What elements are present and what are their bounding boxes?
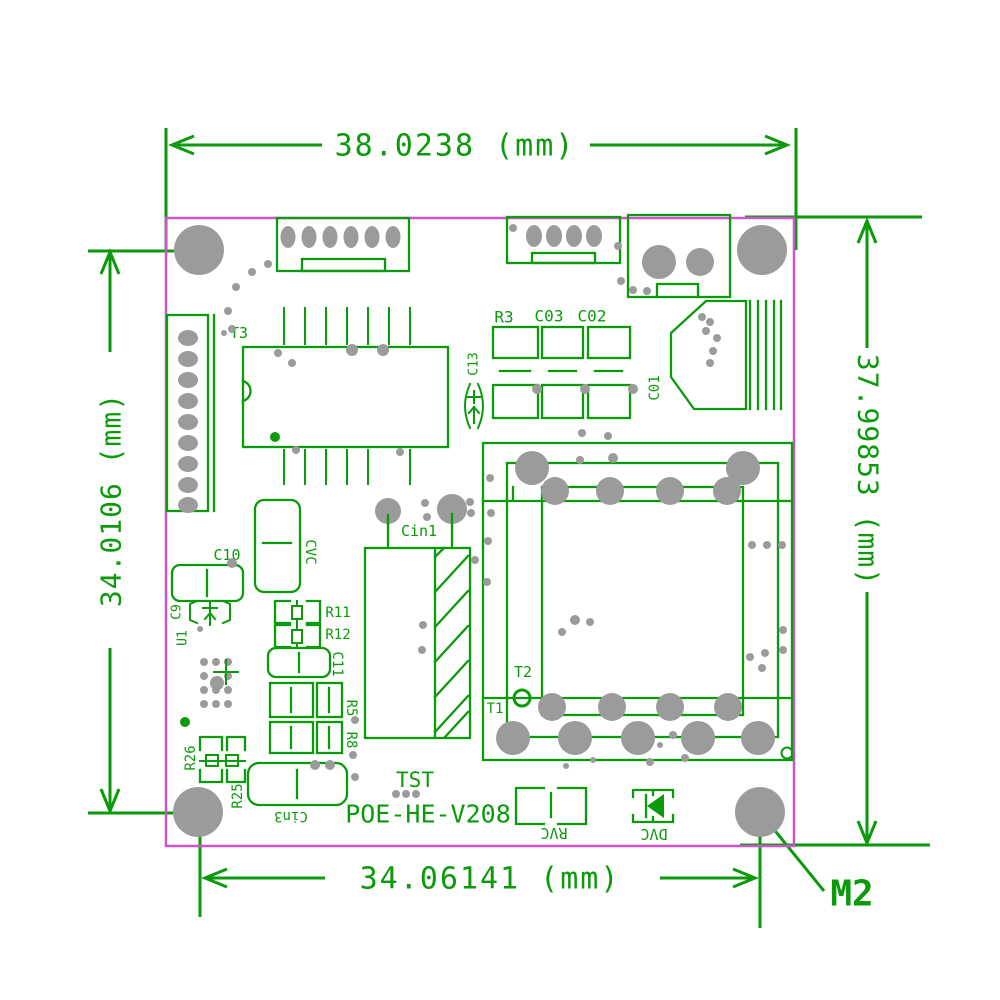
- capacitor-c10: C10: [170, 546, 245, 603]
- mounting-holes: [173, 225, 787, 837]
- cin1-label: Cin1: [401, 522, 437, 540]
- u1-label: U1: [176, 630, 191, 646]
- dimension-bottom: 34.06141 (mm): [198, 813, 762, 928]
- diode-dvc: DVC: [631, 788, 675, 843]
- c03-label: C03: [535, 307, 564, 326]
- r3-label: R3: [494, 308, 513, 327]
- dimension-top-label: 38.0238 (mm): [335, 129, 576, 164]
- pin1-dot: [270, 432, 280, 442]
- crosshair: [213, 659, 239, 685]
- cvc-label: CVC: [302, 539, 318, 564]
- dimension-right-label: 37.99853 (mm): [852, 354, 885, 586]
- t2-label: T2: [514, 663, 532, 681]
- resistor-block-r5-r8: R5 R8: [268, 681, 359, 755]
- mounting-hole-top-left: [174, 225, 224, 275]
- connector-top-middle: [505, 215, 622, 265]
- power-jack: [626, 213, 732, 299]
- c02-label: C02: [578, 307, 607, 326]
- mount-hole-callout-m2: M2: [761, 815, 874, 915]
- via-cluster: [180, 658, 239, 727]
- dimension-left: 34.0106 (mm): [88, 248, 203, 815]
- dimension-left-label: 34.0106 (mm): [95, 393, 128, 607]
- mounting-hole-bottom-left: [173, 787, 223, 837]
- r26-label: R26: [183, 745, 199, 770]
- mounting-hole-top-right: [737, 225, 787, 275]
- dimension-top: 38.0238 (mm): [164, 128, 798, 252]
- pin1-ring: [512, 688, 532, 708]
- c9-label: C9: [170, 604, 185, 620]
- dvc-label: DVC: [640, 825, 667, 843]
- ic-t3: T3: [230, 307, 450, 485]
- component-block-r3-c03-c02: R3 C03 C02: [491, 307, 632, 420]
- t1-label: T1: [487, 701, 504, 717]
- capacitor-cin3: Cin3: [246, 761, 349, 824]
- c01-label: C01: [647, 375, 663, 400]
- capacitor-c13: C13: [464, 352, 484, 430]
- r5-label: R5: [343, 700, 359, 717]
- capacitor-cin1: Cin1: [363, 494, 472, 740]
- capacitor-cvc: CVC: [253, 498, 318, 594]
- component-rvc: RVC: [514, 786, 588, 842]
- transformer-t1: T2 T1: [481, 441, 794, 762]
- r8-label: R8: [343, 732, 359, 749]
- c13-label: C13: [467, 352, 482, 375]
- mounting-hole-bottom-right: [735, 787, 785, 837]
- r12-label: R12: [325, 627, 350, 643]
- capacitor-c9: C9: [170, 599, 231, 626]
- resistors-r26-r25: R26 R25: [183, 735, 247, 809]
- dimension-bottom-label: 34.06141 (mm): [360, 862, 621, 897]
- via-dots: [197, 242, 787, 798]
- connector-top-left: [275, 216, 411, 273]
- rvc-label: RVC: [540, 824, 567, 842]
- board-outline: [164, 216, 796, 848]
- c11-label: C11: [329, 651, 345, 676]
- connector-left: [165, 313, 216, 513]
- capacitor-c11: C11: [266, 646, 345, 679]
- r11-label: R11: [325, 605, 350, 621]
- capacitor-c01: C01: [647, 299, 783, 411]
- resistor-r12: R12: [273, 623, 351, 649]
- tst-label: TST: [396, 768, 434, 792]
- resistor-r11: R11: [273, 599, 351, 625]
- m2-label: M2: [830, 874, 873, 915]
- fiducial-ring: [780, 746, 794, 760]
- cin3-label: Cin3: [274, 808, 308, 824]
- r25-label: R25: [230, 783, 246, 808]
- board-name-label: POE-HE-V208: [345, 800, 511, 829]
